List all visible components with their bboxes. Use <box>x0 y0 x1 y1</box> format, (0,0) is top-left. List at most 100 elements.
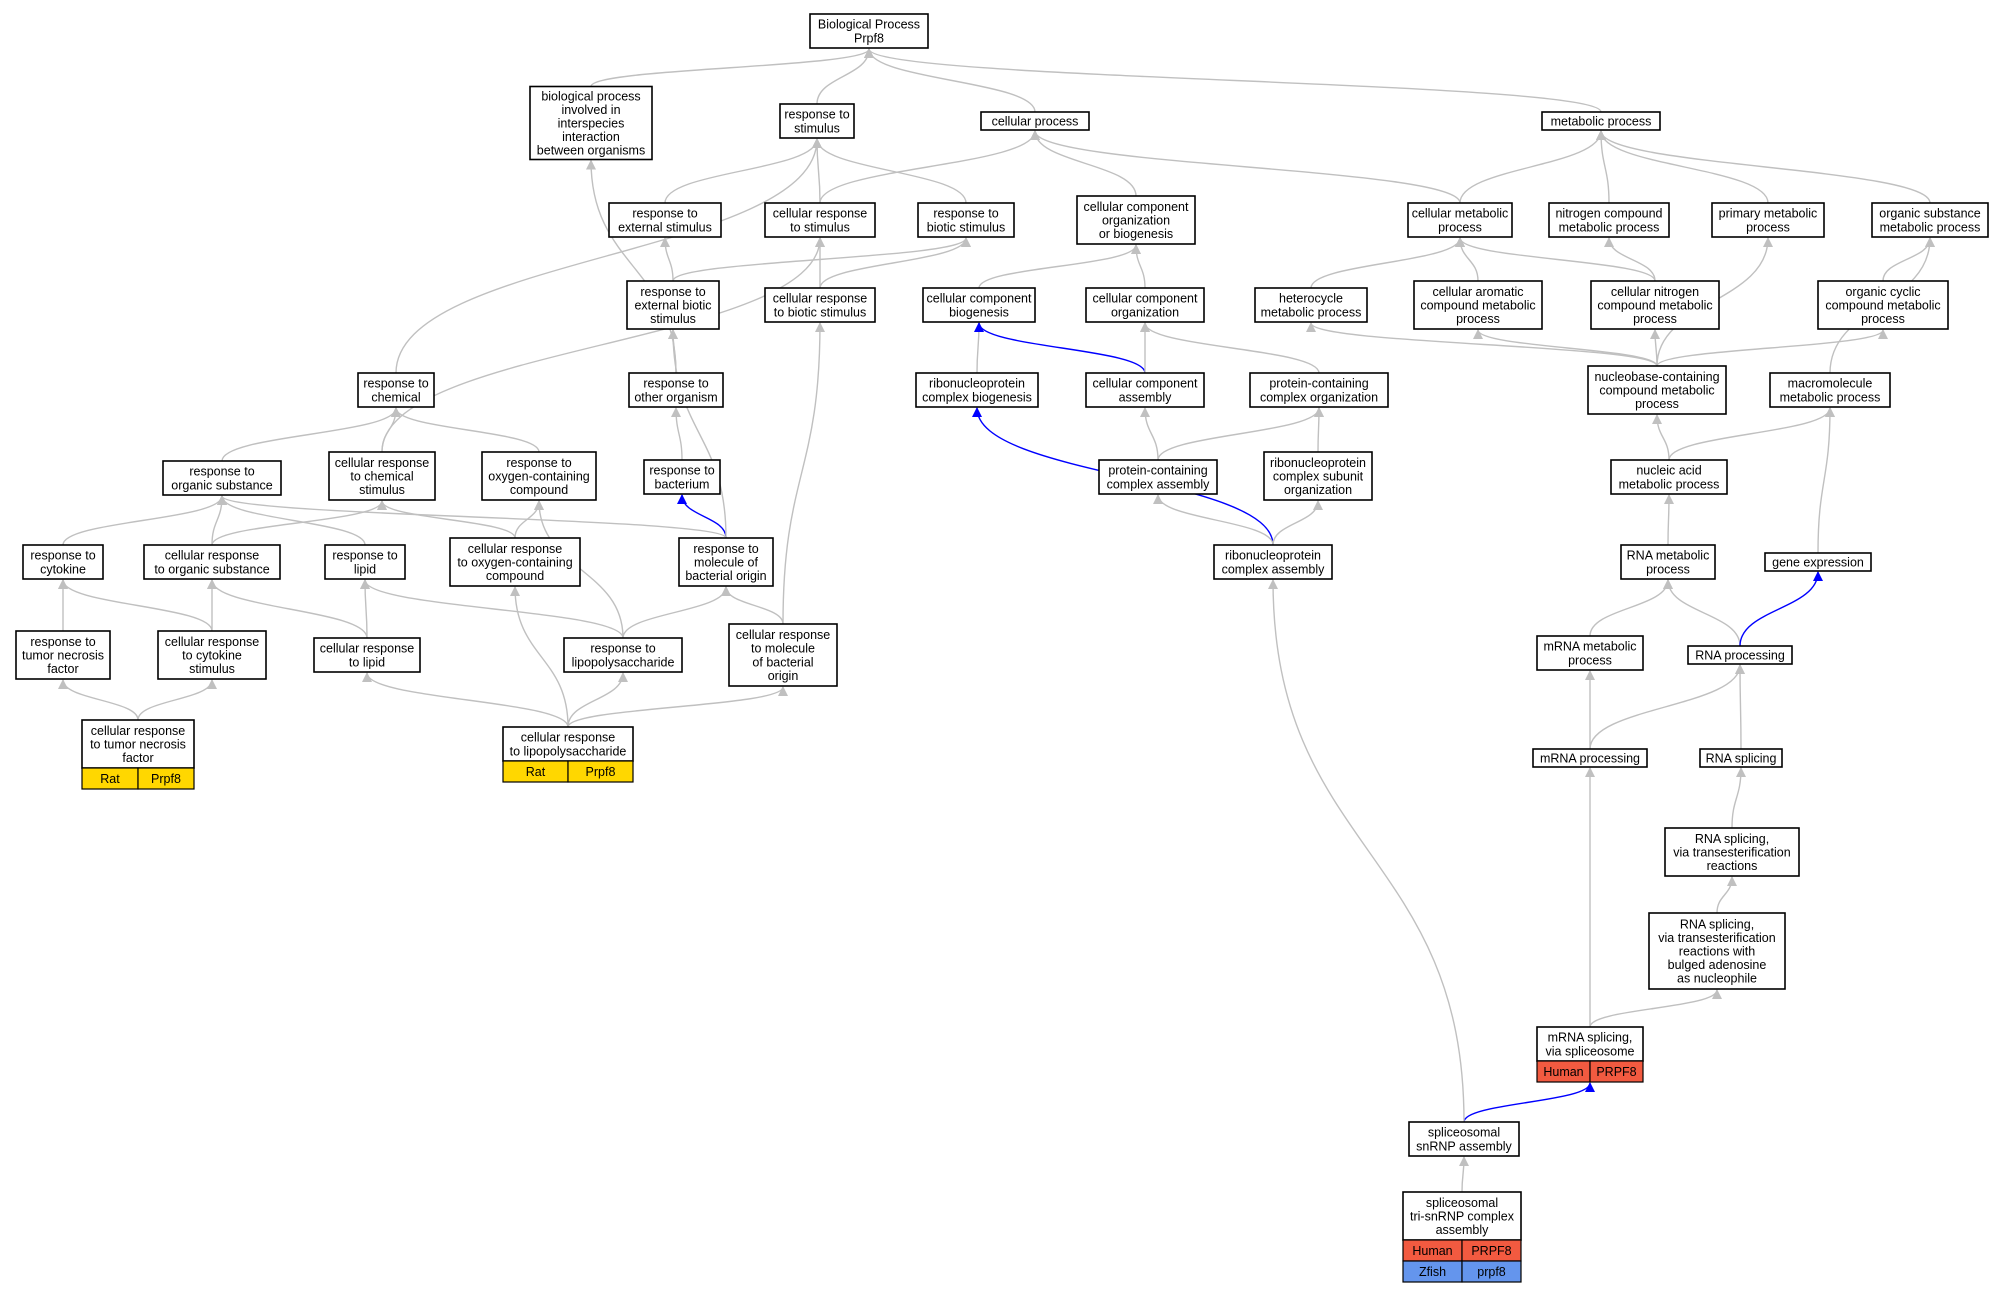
edge-cell_resp_chemical-to-cell_resp_stimulus <box>381 237 825 453</box>
edge-mrna_processing-to-rna_processing <box>1589 664 1745 750</box>
edge-bp_interspecies-to-root <box>590 48 874 88</box>
go-term-label-line: reactions <box>1707 859 1758 873</box>
edge <box>58 579 213 632</box>
go-term-label-line: complex subunit <box>1273 470 1364 484</box>
go-term-label-line: to organic substance <box>154 562 269 576</box>
species-label: Zfish <box>1419 1265 1446 1279</box>
go-term-rna-splicing-trans[interactable]: RNA splicing,via transesterificationreac… <box>1664 827 1800 877</box>
edge <box>586 159 677 374</box>
go-term-label-line: response to <box>643 377 708 391</box>
go-term-mrna-processing[interactable]: mRNA processing <box>1532 748 1648 768</box>
go-term-cellular-process[interactable]: cellular process <box>980 111 1090 131</box>
go-term-box <box>15 630 111 680</box>
go-term-label-line: cellular response <box>773 292 868 306</box>
species-annotation-cell: Human <box>1536 1060 1591 1083</box>
go-term-rna-processing[interactable]: RNA processing <box>1687 645 1793 665</box>
go-term-label-line: primary metabolic <box>1719 207 1818 221</box>
go-term-label-line: organic cyclic <box>1845 285 1920 299</box>
go-term-rna-splicing[interactable]: RNA splicing <box>1699 748 1783 768</box>
go-term-gene-expression[interactable]: gene expression <box>1764 552 1872 572</box>
edge <box>812 138 967 204</box>
go-term-label-line: stimulus <box>794 121 840 135</box>
edge <box>391 407 540 453</box>
go-term-label-line: stimulus <box>650 312 696 326</box>
edge-cell_resp_tnf-to-resp_tnf <box>58 679 139 721</box>
go-term-label-line: metabolic process <box>1780 390 1881 404</box>
edge <box>1604 237 1656 282</box>
go-term-label-line: bacterial origin <box>685 569 766 583</box>
go-term-box <box>143 544 281 580</box>
edge <box>217 495 727 539</box>
go-term-rna-splicing-bulged[interactable]: RNA splicing,via transesterificationreac… <box>1648 912 1786 990</box>
edge <box>1272 500 1323 546</box>
edge-resp_bacterium-to-resp_other_org <box>671 407 683 461</box>
go-term-label-line: cellular response <box>468 542 563 556</box>
go-term-label-line: response to <box>30 635 95 649</box>
edge-cell_resp_lipid-to-cell_resp_organic <box>207 579 368 639</box>
edge <box>1668 407 1835 461</box>
species-label: Rat <box>526 765 546 779</box>
go-term-label-line: process <box>1861 312 1905 326</box>
go-term-label-line: cellular response <box>165 635 260 649</box>
go-term-metabolic-process[interactable]: metabolic process <box>1541 111 1661 131</box>
go-term-box <box>764 202 876 238</box>
go-term-box <box>529 85 653 161</box>
edge-rna_processing-to-gene_expression <box>1739 571 1823 647</box>
edge-protein_cc_assembly-to-protein_cc_org <box>1157 407 1324 461</box>
edge-cell_resp_lps-to-cell_resp_lipid <box>362 672 569 728</box>
go-term-label-line: assembly <box>1436 1223 1490 1237</box>
go-term-box <box>502 726 634 762</box>
